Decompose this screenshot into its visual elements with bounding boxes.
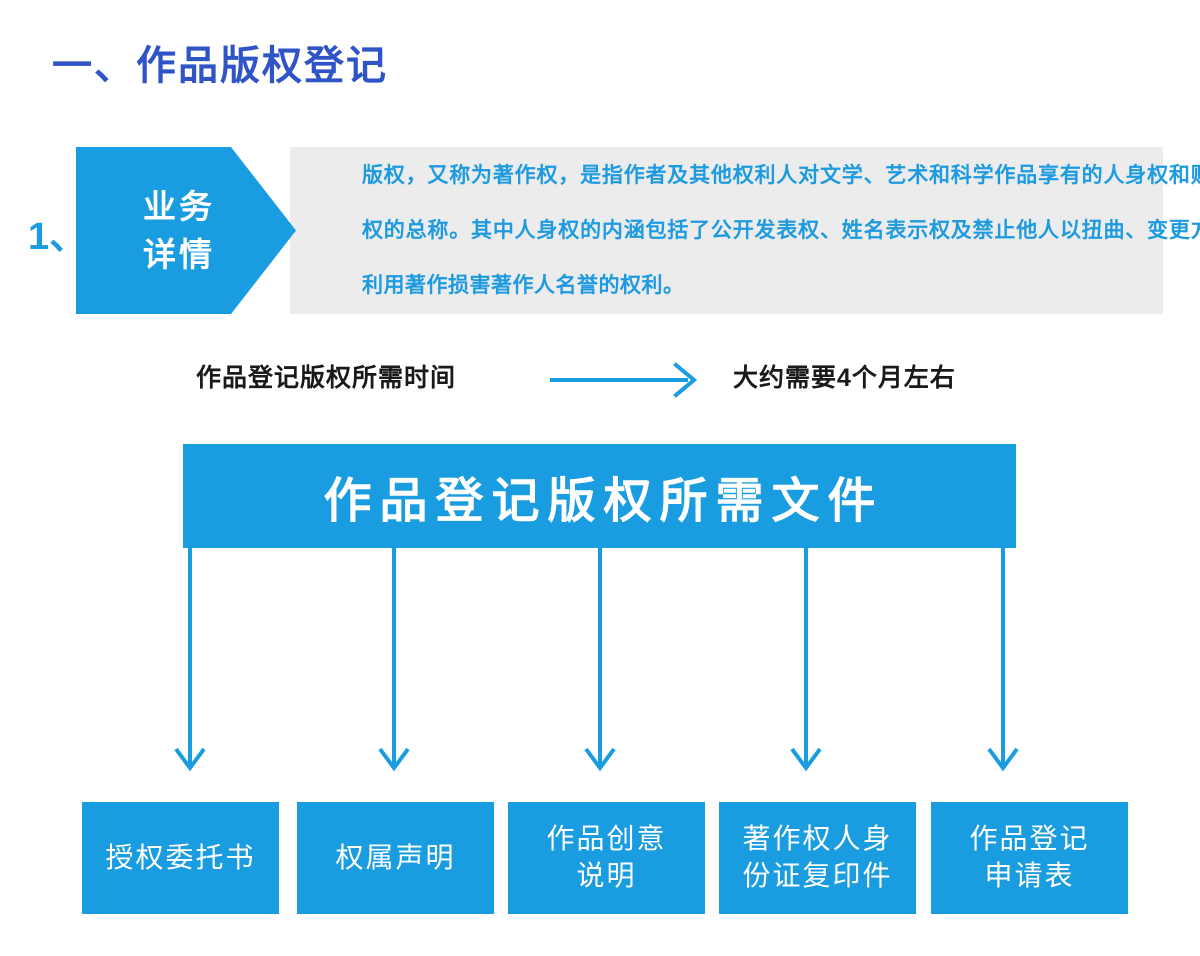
document-box-4-label: 著作权人身份证复印件: [742, 823, 893, 891]
document-box-4[interactable]: 著作权人身份证复印件: [719, 802, 916, 914]
down-arrow-icon-4: [790, 544, 822, 772]
down-arrow-icon-5: [987, 544, 1019, 772]
business-detail-tag-line2: 详情: [143, 235, 215, 273]
connector-arrows-group: [0, 544, 1200, 804]
processing-time-row: 作品登记版权所需时间 大约需要4个月左右: [0, 358, 1200, 404]
document-box-5[interactable]: 作品登记申请表: [931, 802, 1128, 914]
business-detail-tag: 业务 详情: [76, 147, 296, 314]
document-box-3[interactable]: 作品创意说明: [508, 802, 705, 914]
document-box-2[interactable]: 权属声明: [297, 802, 494, 914]
right-arrow-icon: [548, 358, 700, 398]
processing-time-value: 大约需要4个月左右: [733, 364, 956, 392]
document-box-1[interactable]: 授权委托书: [82, 802, 279, 914]
document-box-3-label: 作品创意说明: [546, 823, 667, 891]
business-detail-band: 1、 业务 详情 版权，又称为著作权，是指作者及其他权利人对文学、艺术和科学作品…: [28, 147, 1200, 314]
page-title: 一、作品版权登记: [52, 44, 388, 88]
detail-body-panel: [290, 147, 1163, 314]
down-arrow-icon-2: [378, 544, 410, 772]
business-detail-text: 版权，又称为著作权，是指作者及其他权利人对文学、艺术和科学作品享有的人身权和财产…: [362, 164, 1200, 297]
required-documents-row: 授权委托书 权属声明 作品创意说明 著作权人身份证复印件 作品登记申请表: [82, 802, 1128, 914]
document-box-1-label: 授权委托书: [105, 841, 256, 873]
business-detail-tag-line1: 业务: [143, 187, 215, 225]
document-box-2-label: 权属声明: [335, 841, 456, 873]
processing-time-label: 作品登记版权所需时间: [196, 364, 457, 392]
down-arrow-icon-1: [174, 544, 206, 772]
required-documents-banner-title: 作品登记版权所需文件: [323, 475, 884, 528]
document-box-5-label: 作品登记申请表: [969, 823, 1090, 891]
down-arrow-icon-3: [584, 544, 616, 772]
required-documents-banner: 作品登记版权所需文件: [183, 444, 1016, 548]
